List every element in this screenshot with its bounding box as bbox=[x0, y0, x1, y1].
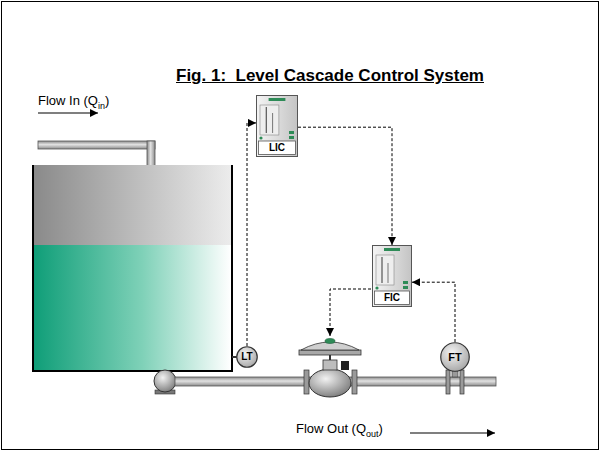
ft-stem bbox=[452, 371, 458, 377]
controller-key bbox=[289, 136, 294, 139]
figure-title: Fig. 1: Level Cascade Control System bbox=[110, 66, 550, 86]
instrument-tag: LIC bbox=[267, 142, 287, 154]
flow-out-label: Flow Out (Qout) bbox=[296, 421, 383, 439]
instrument-tag: LT bbox=[241, 352, 252, 362]
instrument-bubble bbox=[237, 347, 258, 368]
controller-key bbox=[403, 281, 408, 284]
valve-positioner bbox=[341, 361, 349, 370]
controller-display bbox=[376, 255, 394, 285]
controller-housing bbox=[373, 246, 412, 307]
signal-line bbox=[412, 282, 455, 342]
tank-headspace bbox=[34, 165, 231, 245]
controller-bar bbox=[266, 107, 267, 133]
flow-out-arrow bbox=[410, 432, 495, 433]
controller-bar bbox=[388, 263, 389, 283]
valve-flange bbox=[304, 370, 309, 394]
valve-body bbox=[309, 369, 351, 397]
flow-controller: FIC bbox=[372, 245, 412, 307]
signal-line bbox=[247, 123, 256, 346]
instrument-tag: FIC bbox=[382, 292, 402, 304]
controller-key bbox=[403, 286, 408, 289]
controller-display bbox=[260, 105, 279, 135]
level-controller: LIC bbox=[256, 95, 298, 157]
inlet-pipe bbox=[38, 141, 155, 149]
actuator-cap bbox=[325, 339, 335, 344]
controller-housing bbox=[257, 96, 298, 157]
valve-bonnet bbox=[323, 360, 337, 370]
controller-key bbox=[289, 131, 294, 134]
controller-bar bbox=[272, 113, 273, 133]
actuator-plate bbox=[299, 350, 361, 355]
controller-tag-plate bbox=[375, 291, 410, 305]
instrument-bubble bbox=[441, 343, 470, 372]
controller-indicator bbox=[269, 98, 286, 101]
controller-tag-plate bbox=[259, 141, 296, 155]
controller-led bbox=[375, 286, 378, 289]
controller-indicator bbox=[384, 248, 400, 251]
level-transmitter: LT bbox=[236, 346, 258, 368]
flow-transmitter: FT bbox=[440, 342, 470, 372]
flow-in-label: Flow In (Qin) bbox=[38, 93, 109, 111]
instrument-tag: FT bbox=[448, 352, 461, 363]
flow-in-arrow bbox=[38, 112, 98, 113]
tank-wall bbox=[33, 165, 232, 371]
valve-flange bbox=[352, 370, 357, 394]
signal-line bbox=[298, 127, 392, 245]
ft-flange bbox=[460, 370, 464, 394]
pump-body bbox=[154, 370, 176, 392]
valve-signal-line bbox=[330, 289, 371, 336]
controller-bar bbox=[381, 257, 382, 283]
controller-led bbox=[259, 136, 262, 139]
ft-flange bbox=[446, 370, 450, 394]
tank-liquid bbox=[34, 245, 231, 370]
